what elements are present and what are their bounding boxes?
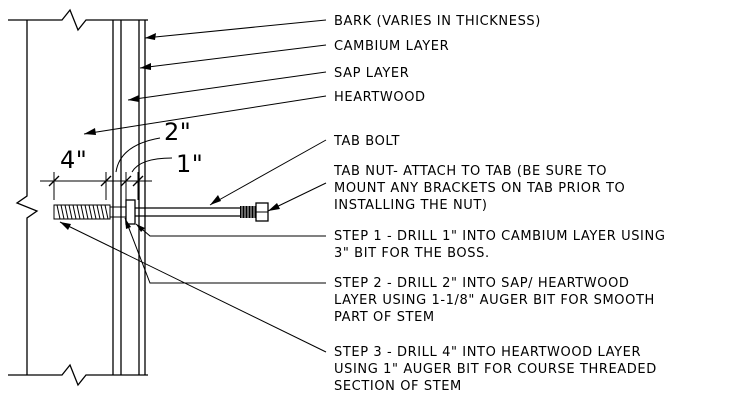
dim-tick [48, 175, 60, 187]
label-step2-line3: PART OF STEM [334, 310, 435, 325]
thread-mark [100, 204, 105, 220]
thread-mark [104, 204, 109, 220]
label-heartwood: HEARTWOOD [334, 90, 426, 105]
callouts: BARK (VARIES IN THICKNESS) CAMBIUM LAYER… [333, 14, 666, 394]
leader-cambium [139, 44, 327, 69]
tab-thread-marks [241, 206, 255, 218]
label-tab-bolt: TAB BOLT [333, 134, 400, 149]
label-step2-line1: STEP 2 - DRILL 2" INTO SAP/ HEARTWOOD [334, 276, 630, 291]
arrow-icon [128, 95, 139, 102]
label-cambium: CAMBIUM LAYER [334, 39, 449, 54]
arrow-icon [84, 128, 96, 135]
leader-heartwood [83, 95, 327, 135]
dim-tick [132, 175, 144, 187]
leader-bark [144, 19, 327, 39]
label-bark: BARK (VARIES IN THICKNESS) [334, 14, 541, 29]
dim-tick [120, 175, 132, 187]
label-tab-nut-line2: MOUNT ANY BRACKETS ON TAB PRIOR TO [334, 181, 625, 196]
thread-mark [60, 204, 65, 220]
dim-label-1in: 1" [176, 150, 203, 178]
arrow-icon [145, 33, 156, 40]
leader-step1 [135, 223, 326, 237]
label-step3-line3: SECTION OF STEM [334, 379, 462, 394]
thread-mark [84, 204, 89, 220]
arrow-icon [125, 218, 131, 229]
arrow-icon [268, 203, 280, 211]
label-step1-line2: 3" BIT FOR THE BOSS. [334, 246, 490, 261]
thread-mark [96, 204, 101, 220]
thread-mark [88, 204, 93, 220]
thread-mark [76, 204, 81, 220]
thread-mark [56, 204, 61, 220]
arrow-icon [136, 224, 145, 232]
arrow-icon [60, 222, 71, 230]
arrow-icon [210, 195, 221, 205]
trunk-left-edge [15, 20, 39, 375]
leader-sap [127, 71, 327, 101]
dim-leader-1in [131, 157, 173, 173]
thread-marks [56, 204, 109, 220]
leader-lines [59, 19, 327, 353]
dim-label-2in: 2" [164, 118, 191, 146]
leader-step2 [124, 217, 326, 284]
bolt-boss [125, 199, 136, 225]
top-break-line [8, 8, 148, 32]
label-tab-nut-line1: TAB NUT- ATTACH TO TAB (BE SURE TO [333, 164, 607, 179]
thread-mark [92, 204, 97, 220]
label-step2-line2: LAYER USING 1-1/8" AUGER BIT FOR SMOOTH [334, 293, 655, 308]
tab-bolt [53, 199, 269, 225]
thread-mark [64, 204, 69, 220]
leader-step3 [59, 221, 327, 353]
bottom-break-line [8, 363, 148, 387]
thread-mark [72, 204, 77, 220]
dimension-lines: 4" 2" 1" [40, 118, 203, 200]
label-sap: SAP LAYER [334, 66, 409, 81]
dim-label-4in: 4" [60, 146, 87, 174]
dim-tick [100, 175, 112, 187]
leader-tab-bolt [209, 139, 327, 206]
label-step1-line1: STEP 1 - DRILL 1" INTO CAMBIUM LAYER USI… [334, 229, 666, 244]
label-tab-nut-line3: INSTALLING THE NUT) [334, 198, 488, 213]
arrow-icon [140, 63, 151, 70]
label-step3-line1: STEP 3 - DRILL 4" INTO HEARTWOOD LAYER [334, 345, 641, 360]
label-step3-line2: USING 1" AUGER BIT FOR COURSE THREADED [334, 362, 657, 377]
thread-mark [68, 204, 73, 220]
tree-trunk [8, 8, 148, 387]
thread-mark [80, 204, 85, 220]
dim-leader-2in [115, 137, 161, 173]
